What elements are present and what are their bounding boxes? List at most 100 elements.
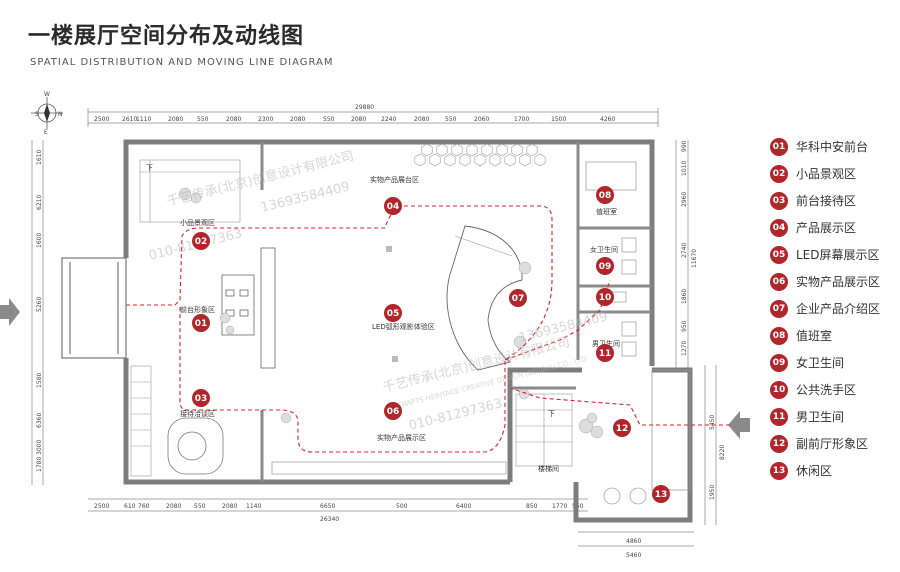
plan-badge: 01 [192,314,210,332]
hexagon-tile [459,153,471,167]
side-vestibule [651,369,691,491]
side-dimensions [31,140,717,525]
stair-down-mark: 下 [146,164,153,172]
left-dim-label: 3000 [36,440,43,455]
room-label-product-stage: 实物产品展台区 [370,175,419,184]
plan-badge-number: 03 [195,394,208,404]
compass-w: W [44,91,50,98]
top-dim-label: 2300 [258,116,273,123]
left-dim-label: 1580 [36,373,43,388]
hexagon-tile [451,143,463,157]
left-dim-label: 6360 [36,413,43,428]
watermark: 千艺传承(北京)创意设计有限公司 13693584409 010-8129736… [147,148,609,434]
hexagon-tile [526,143,538,157]
display-pedestals [386,246,398,362]
bottom-dim-label: 550 [194,503,206,510]
top-dim-label: 1700 [514,116,529,123]
plan-badge-number: 08 [599,191,612,201]
top-dim-label: 550 [323,116,335,123]
top-dim-label: 2080 [351,116,366,123]
room-label-duty-room: 值班室 [596,207,617,216]
top-total-dim: 29880 [355,104,374,111]
stairs-right [515,393,573,467]
page-title: 一楼展厅空间分布及动线图 [28,24,305,49]
plan-badge-number: 07 [512,294,525,304]
right-dim-label: 5450 [709,415,716,430]
legend-number-badge: 02 [770,164,788,183]
top-dim-label: 4260 [600,116,615,123]
legend-label: 前台接待区 [796,194,857,208]
hexagon-tile [496,143,508,157]
hexagon-tile [474,153,486,167]
bottom-dim-label: 6400 [456,503,471,510]
plan-badge: 13 [652,485,670,503]
compass-e: E [44,129,48,136]
legend-label: 华科中安前台 [796,140,869,154]
legend-label: 产品展示区 [796,221,857,235]
left-dim-label: 5260 [36,297,43,312]
reception-desk [221,247,276,369]
top-dim-label: 1110 [136,116,151,123]
bottom-dim-label: 500 [396,503,408,510]
page-subtitle: SPATIAL DISTRIBUTION AND MOVING LINE DIA… [30,57,334,68]
plan-badge: 09 [596,257,614,275]
plan-badge-number: 12 [616,424,629,434]
right-dim-label: 1950 [709,485,716,500]
left-dim-label: 1780 [36,457,43,472]
moving-route-main [126,205,553,453]
plan-badge: 02 [192,232,210,250]
legend-label: 实物产品展示区 [796,275,881,289]
plan-badge-number: 04 [387,202,400,212]
restroom-fixtures [585,161,647,505]
legend-number-badge: 01 [770,137,788,156]
left-dim-label: 1600 [36,233,43,248]
bottom-dim-label: 2080 [166,503,181,510]
legend-label: 公共洗手区 [796,383,857,397]
plan-badge: 11 [596,344,614,362]
plan-badge-number: 06 [387,407,400,417]
plan-badge-number: 05 [387,309,400,319]
bottom-dim-label: 2500 [94,503,109,510]
hexagon-tile [519,153,531,167]
entrance-arrow-left-icon [0,298,20,326]
compass-s: S [35,111,39,118]
bottom-display-strip [271,461,507,475]
left-dim-label: 1610 [36,150,43,165]
room-label-stairwell: 楼梯间 [538,464,559,473]
bottom-dim-label: 2080 [222,503,237,510]
legend-label: 小品景观区 [796,167,857,181]
plan-badge: 12 [613,419,631,437]
right-dim-label: 2960 [681,192,688,207]
right-dim-label: 11670 [691,249,698,268]
side-dim-labels: 1610621016005260158063603000178099010102… [36,140,726,500]
plan-badge: 05 [384,304,402,322]
legend-item: 02 小品景观区 [770,160,900,187]
watermark-phone-1: 13693584409 [259,179,351,216]
room-label-landscape: 小品景观区 [180,218,215,227]
stairs-top [139,159,241,223]
hexagon-tile [481,143,493,157]
legend-number-badge: 05 [770,245,788,264]
top-dim-label: 2060 [474,116,489,123]
room-label-front-desk: 前台形象区 [180,305,215,314]
right-dim-label: 990 [681,140,688,152]
compass-icon: W S N E [31,91,63,136]
right-dim-label: 1270 [681,341,688,356]
room-label-led-area: LED弧形观影体验区 [372,322,435,331]
bottom-dim-label: 850 [526,503,538,510]
plan-badge-number: 11 [599,349,612,359]
bottom2-dim-1: 4860 [626,538,641,545]
legend-label: 值班室 [796,329,833,343]
bottom2-total-dim: 5460 [626,552,641,559]
hexagon-tile [429,153,441,167]
legend-number-badge: 06 [770,272,788,291]
right-dim-label: 1010 [681,161,688,176]
right-dim-label: 2740 [681,243,688,258]
hexagon-tile [511,143,523,157]
